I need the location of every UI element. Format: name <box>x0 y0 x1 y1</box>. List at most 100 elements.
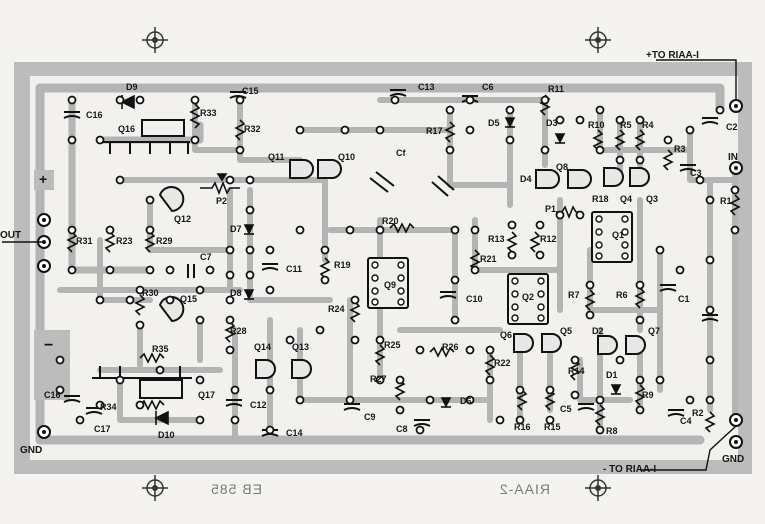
solder-pad <box>450 315 460 325</box>
designator-c16: C16 <box>44 390 61 400</box>
designator-r28: R28 <box>230 326 247 336</box>
designator-cf: Cf <box>396 148 406 158</box>
resistor-symbol <box>506 231 518 253</box>
resistor-symbol <box>569 359 581 381</box>
resistor-symbol <box>139 352 165 364</box>
resistor-symbol <box>634 287 646 309</box>
designator-r20: R20 <box>382 216 399 226</box>
to-riaa-negative-label: - TO RIAA-I <box>603 464 656 475</box>
transistor-outlines <box>158 159 650 379</box>
designator-r7: R7 <box>568 290 580 300</box>
resistor-symbol <box>139 399 165 411</box>
board-text: +TO RIAA-I - TO RIAA-I IN OUT GND GND + … <box>0 50 744 497</box>
designator-d5: D5 <box>488 118 500 128</box>
solder-pad <box>450 275 460 285</box>
solder-pad <box>415 345 425 355</box>
ic-packages <box>367 211 633 325</box>
solder-pad <box>190 95 200 105</box>
solder-pad <box>115 175 125 185</box>
solder-pad <box>507 250 517 260</box>
solder-pad <box>515 415 525 425</box>
solder-pad <box>235 145 245 155</box>
minus-sign: − <box>44 337 53 354</box>
designator-q3: Q3 <box>646 194 658 204</box>
designator-p2: P2 <box>216 196 227 206</box>
solder-pad <box>505 135 515 145</box>
solder-pad <box>165 295 175 305</box>
designator-r27: R27 <box>370 374 387 384</box>
resistor-symbol <box>614 129 626 151</box>
solder-pad <box>540 145 550 155</box>
solder-pad <box>340 125 350 135</box>
solder-pad <box>295 395 305 405</box>
designator-r1: R1 <box>720 196 732 206</box>
resistor-symbol <box>429 346 455 358</box>
designator-c8: C8 <box>396 424 408 434</box>
designator-q4: Q4 <box>620 194 632 204</box>
resistor-symbol <box>704 411 716 433</box>
solder-pad <box>615 115 625 125</box>
solder-pad <box>67 135 77 145</box>
designator-c13: C13 <box>418 82 435 92</box>
solder-pad <box>375 375 385 385</box>
designator-d9: D9 <box>126 82 138 92</box>
designator-r31: R31 <box>76 236 93 246</box>
solder-pad <box>95 295 105 305</box>
solder-pad <box>585 310 595 320</box>
designator-r23: R23 <box>116 236 133 246</box>
designator-q1: Q1 <box>612 230 624 240</box>
solder-pad <box>470 225 480 235</box>
designator-c15: C15 <box>242 86 259 96</box>
external-wires <box>2 59 737 471</box>
board-title-mirrored: RIAA-2 <box>499 481 550 497</box>
input-label: IN <box>728 152 738 163</box>
designator-q11: Q11 <box>268 152 285 162</box>
solder-pad <box>395 405 405 415</box>
solder-pad <box>345 395 355 405</box>
solder-pad <box>320 245 330 255</box>
solder-pad <box>415 425 425 435</box>
resistor-symbol <box>349 301 361 323</box>
solder-pad <box>225 315 235 325</box>
solder-pad <box>230 415 240 425</box>
solder-pad <box>685 125 695 135</box>
solder-pad <box>245 245 255 255</box>
solder-pad <box>615 155 625 165</box>
resistor-symbol <box>66 231 78 253</box>
gnd-right-label: GND <box>722 454 744 465</box>
solder-pad <box>135 320 145 330</box>
solder-pad <box>95 400 105 410</box>
solder-pad <box>425 395 435 405</box>
designator-d7: D7 <box>230 224 242 234</box>
designator-d3: D3 <box>546 118 558 128</box>
designator-c3: C3 <box>690 168 702 178</box>
solder-pad <box>115 375 125 385</box>
capacitor-symbols <box>63 89 719 437</box>
designator-q9: Q9 <box>384 280 396 290</box>
solder-pad <box>575 115 585 125</box>
solder-pad <box>635 405 645 415</box>
solder-pad <box>375 335 385 345</box>
solder-pad <box>265 245 275 255</box>
solder-pad <box>245 175 255 185</box>
resistor-symbol <box>729 194 741 216</box>
solder-pad <box>485 375 495 385</box>
designator-p1: P1 <box>545 204 556 214</box>
solder-pad <box>390 95 400 105</box>
resistor-symbol <box>134 294 146 316</box>
solder-pad <box>135 400 145 410</box>
solder-pads <box>55 95 740 435</box>
designator-c7: C7 <box>200 252 212 262</box>
solder-pad <box>575 210 585 220</box>
solder-pad <box>350 295 360 305</box>
designator-d4: D4 <box>520 174 532 184</box>
solder-pad <box>570 355 580 365</box>
designator-r17: R17 <box>426 126 443 136</box>
designator-r13: R13 <box>488 234 505 244</box>
solder-pad <box>145 265 155 275</box>
designator-d2: D2 <box>592 326 604 336</box>
solder-pad <box>595 105 605 115</box>
resistor-symbol <box>634 384 646 406</box>
